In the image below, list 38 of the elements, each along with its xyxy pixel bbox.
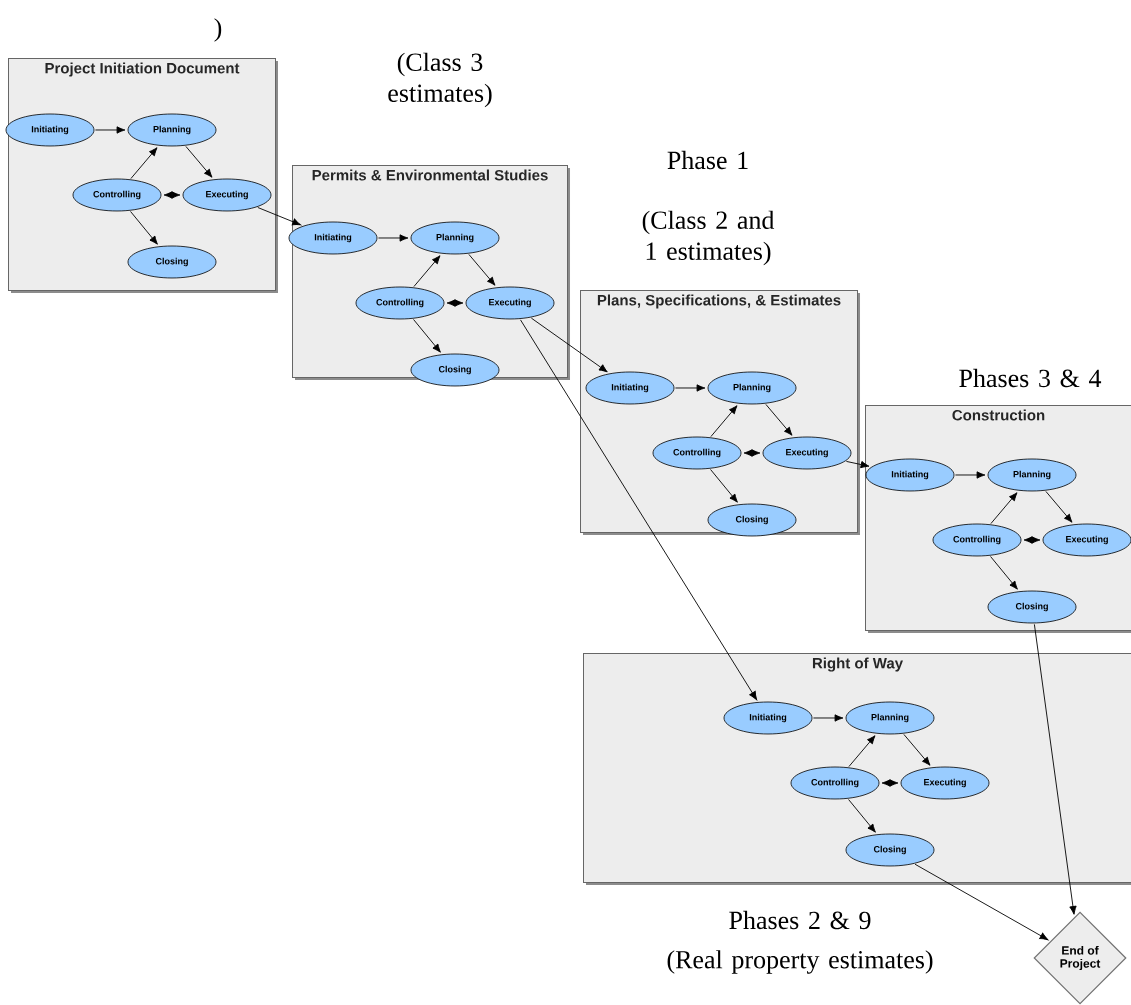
- arrow: [765, 403, 793, 436]
- phase-label: Phases 3 & 4: [959, 368, 1102, 388]
- arrow: [845, 460, 870, 469]
- phase-label: (Real property estimates): [667, 950, 933, 974]
- arrow: [1023, 536, 1041, 544]
- phase-label: Phases 2 & 9: [729, 910, 871, 930]
- arrow: [446, 299, 464, 307]
- arrow: [1033, 623, 1077, 915]
- arrow: [903, 733, 931, 766]
- arrow: [1045, 490, 1073, 523]
- arrow: [377, 234, 409, 242]
- arrow: [914, 863, 1049, 941]
- arrow: [468, 253, 496, 286]
- arrow: [185, 145, 213, 178]
- arrow: [990, 492, 1018, 525]
- arrow: [257, 207, 301, 226]
- arrow: [130, 147, 158, 180]
- arrow: [812, 714, 844, 722]
- arrow: [954, 471, 986, 479]
- arrow: [413, 255, 441, 288]
- phase-label: ): [214, 18, 222, 42]
- arrow: [848, 799, 876, 833]
- arrow: [413, 319, 441, 353]
- arrow: [710, 405, 738, 438]
- arrow: [848, 735, 876, 768]
- arrow: [94, 126, 126, 134]
- arrow: [990, 556, 1018, 590]
- arrow: [710, 469, 738, 503]
- arrow: [530, 317, 608, 373]
- phase-label: (Class 2 and 1 estimates): [642, 210, 775, 266]
- arrow: [520, 319, 758, 701]
- phase-label: (Class 3 estimates): [388, 52, 492, 108]
- arrow: [163, 191, 181, 199]
- arrow: [674, 384, 706, 392]
- phase-label: Phase 1: [667, 150, 748, 170]
- arrow: [743, 449, 761, 457]
- arrow: [881, 779, 899, 787]
- arrow: [130, 211, 158, 245]
